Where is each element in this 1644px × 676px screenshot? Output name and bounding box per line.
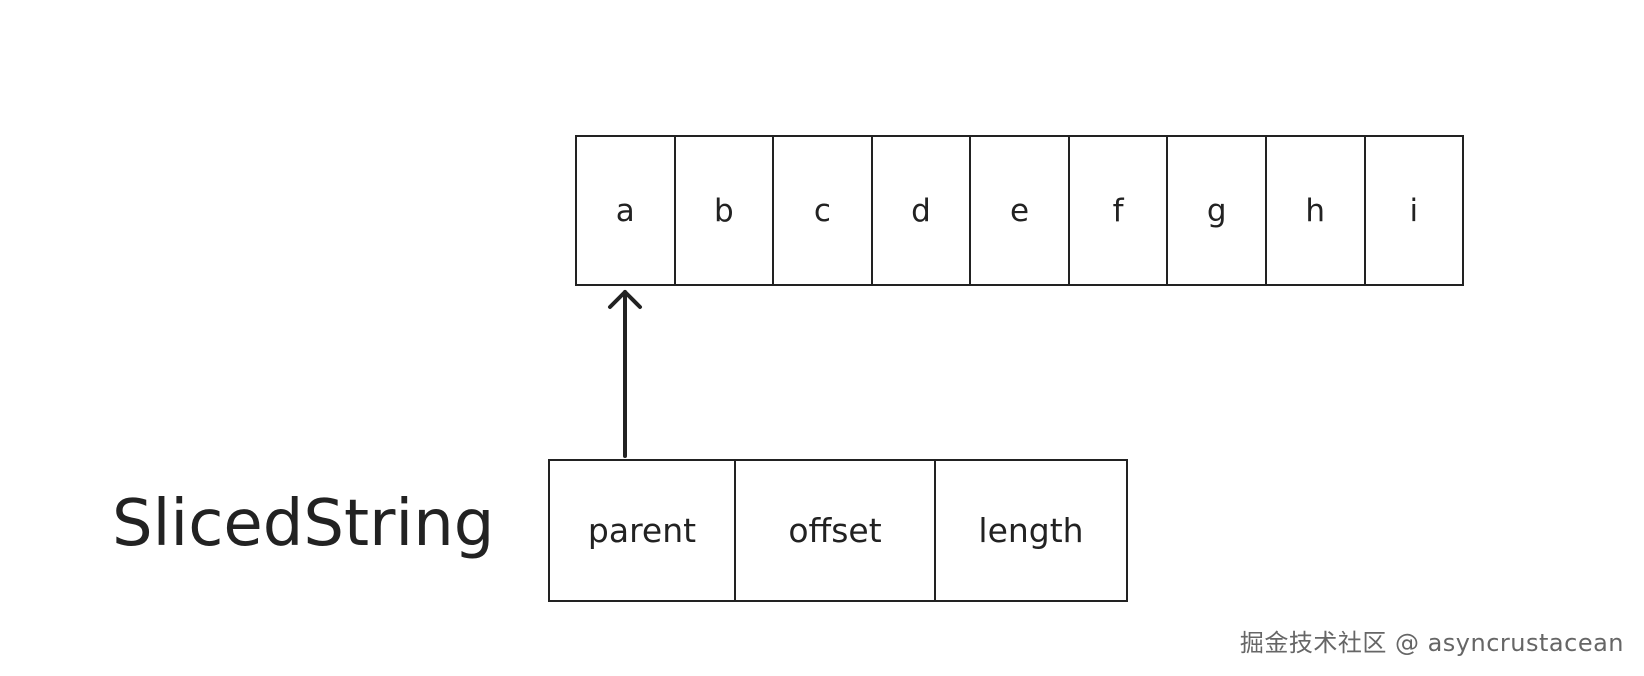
- parent-string-buffer: a b c d e f g h i: [575, 135, 1464, 286]
- char-cell: e: [971, 137, 1070, 284]
- field-length: length: [978, 511, 1084, 550]
- char-cell: f: [1070, 137, 1169, 284]
- char-cell: a: [577, 137, 676, 284]
- char-cell: c: [774, 137, 873, 284]
- field-offset: offset: [736, 461, 936, 600]
- field-parent: parent: [550, 461, 736, 600]
- char-cell: b: [676, 137, 775, 284]
- watermark: 掘金技术社区 @ asyncrustacean: [1239, 629, 1624, 657]
- char-cell: i: [1409, 192, 1419, 229]
- arrow-head: [608, 290, 642, 309]
- parent-pointer-arrow: [608, 290, 642, 458]
- char-cell: h: [1267, 137, 1366, 284]
- char-cell: d: [873, 137, 972, 284]
- sliced-string-label: SlicedString: [112, 487, 495, 561]
- sliced-string-struct: parent offset length: [548, 459, 1128, 602]
- char-cell: g: [1168, 137, 1267, 284]
